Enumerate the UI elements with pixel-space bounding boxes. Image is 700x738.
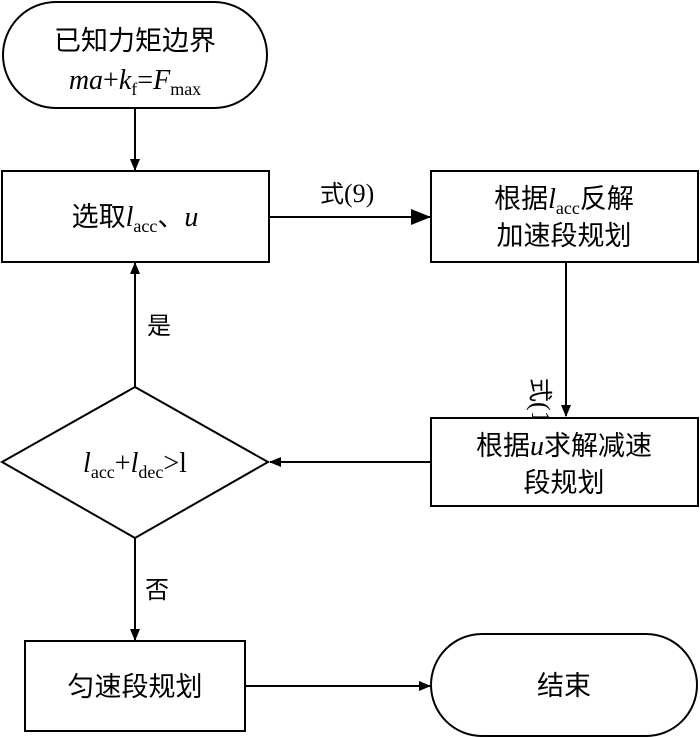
decel-line2: 段规划 [524,468,605,499]
end-label: 结束 [537,671,591,702]
edge-label-no: 否 [145,576,169,604]
node-decision: lacc+ldec>l [0,385,271,540]
uniform-label: 匀速段规划 [68,672,203,703]
node-decel-planning: 根据u求解减速 段规划 [430,417,699,507]
node-select: 选取lacc、u [1,170,270,263]
select-label: 选取lacc、u [72,202,199,236]
node-uniform-planning: 匀速段规划 [24,640,246,732]
start-title: 已知力矩边界 [54,26,216,57]
node-accel-planning: 根据lacc反解 加速段规划 [430,170,699,263]
decision-condition: lacc+ldec>l [83,448,187,482]
start-formula: ma+kf=Fmax [69,65,201,99]
edge-label-yes: 是 [147,312,171,340]
edge-label-eq9: 式(9) [320,179,374,208]
accel-line1: 根据lacc反解 [494,184,634,218]
node-end: 结束 [430,633,698,737]
accel-line2: 加速段规划 [497,221,632,252]
node-start: 已知力矩边界 ma+kf=Fmax [2,1,268,109]
decel-line1: 根据u求解减速 [476,431,652,462]
